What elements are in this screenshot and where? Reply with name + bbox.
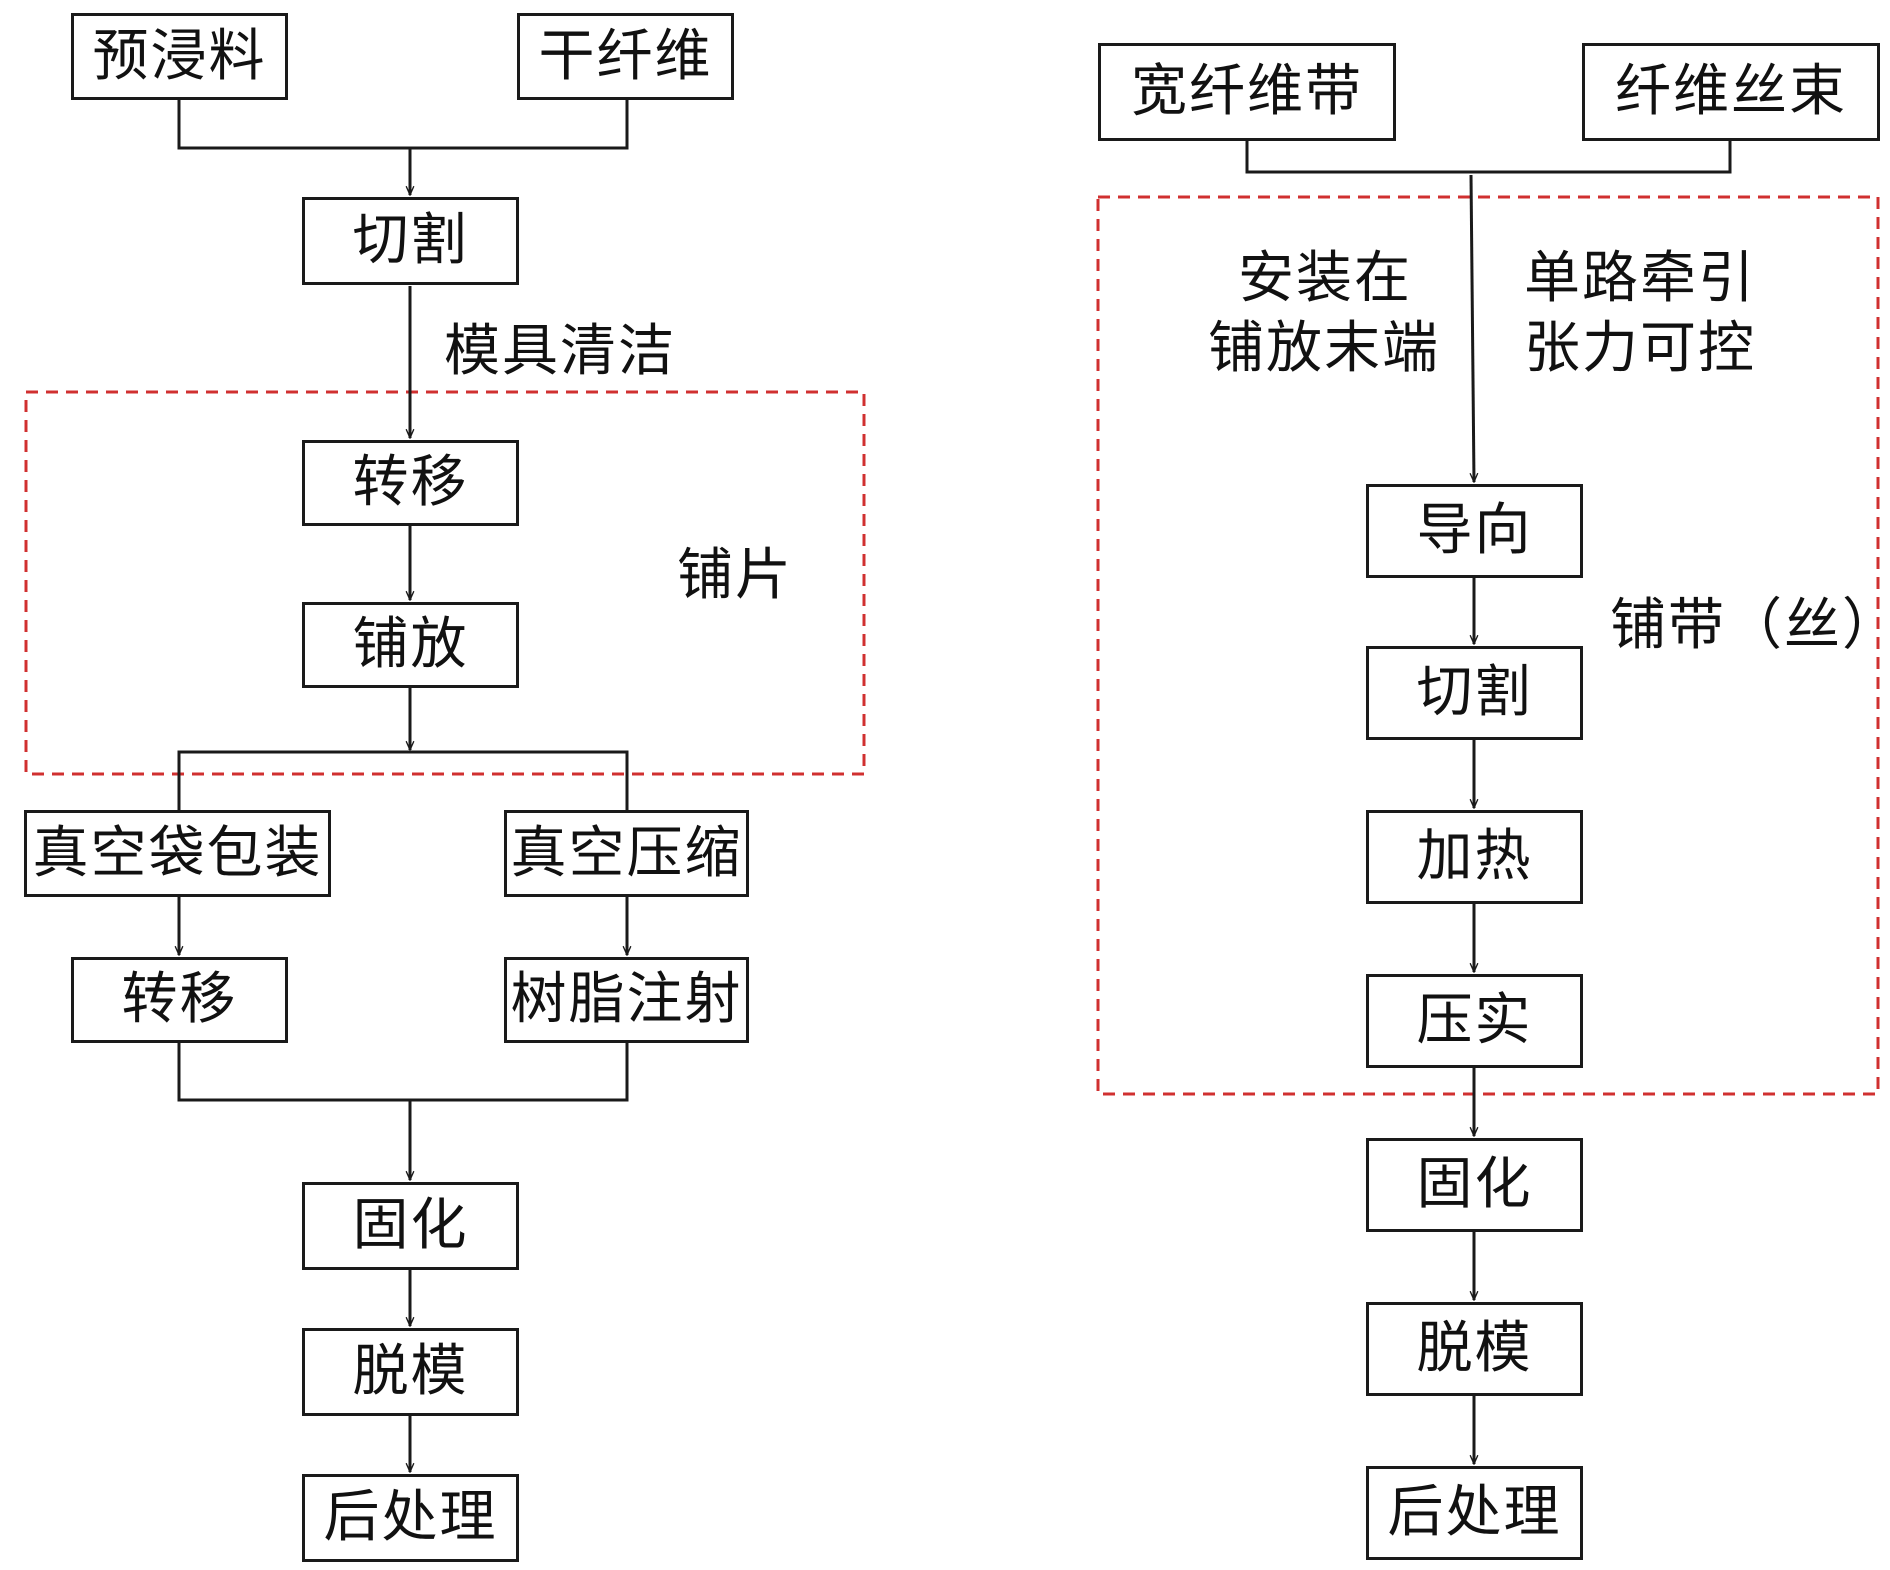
box-compaction: 压实 <box>1366 974 1583 1068</box>
merge-line-top-right <box>1245 140 1732 174</box>
box-vacuum-compression: 真空压缩 <box>504 810 749 897</box>
label-note-traction: 单路牵引 <box>1524 246 1756 311</box>
box-vacuum-bagging: 真空袋包装 <box>24 810 331 897</box>
arrow-to-guiding <box>1471 174 1474 482</box>
box-resin-injection: 树脂注射 <box>504 957 749 1043</box>
label-note-tension: 张力可控 <box>1524 316 1756 381</box>
tape-laying-group-frame <box>1096 195 1880 1096</box>
box-transfer-2: 转移 <box>71 957 288 1043</box>
box-demolding-left: 脱模 <box>302 1328 519 1416</box>
box-fiber-tow: 纤维丝束 <box>1582 43 1880 141</box>
label-laying-group: 铺片 <box>677 543 793 608</box>
label-note-install: 安装在 <box>1238 246 1412 311</box>
box-prepreg: 预浸料 <box>71 13 288 100</box>
box-heating: 加热 <box>1366 810 1583 904</box>
box-cutting-left: 切割 <box>302 197 519 285</box>
merge-line-bottom-left <box>177 1042 629 1102</box>
box-cutting-right: 切割 <box>1366 646 1583 740</box>
box-wide-fiber-tape: 宽纤维带 <box>1098 43 1396 141</box>
box-post-processing-right: 后处理 <box>1366 1466 1583 1560</box>
laying-group-frame <box>24 390 866 776</box>
box-laying: 铺放 <box>302 602 519 688</box>
box-demolding-right: 脱模 <box>1366 1302 1583 1396</box>
label-tape-laying-group: 铺带（丝） <box>1610 593 1890 658</box>
box-post-processing-left: 后处理 <box>302 1474 519 1562</box>
split-line <box>177 750 629 810</box>
box-dry-fiber: 干纤维 <box>517 13 734 100</box>
box-curing-left: 固化 <box>302 1182 519 1270</box>
merge-line-top-left <box>177 98 629 150</box>
label-mold-cleaning: 模具清洁 <box>444 319 676 384</box>
box-transfer-1: 转移 <box>302 440 519 526</box>
box-curing-right: 固化 <box>1366 1138 1583 1232</box>
label-note-end: 铺放末端 <box>1208 316 1440 381</box>
box-guiding: 导向 <box>1366 484 1583 578</box>
